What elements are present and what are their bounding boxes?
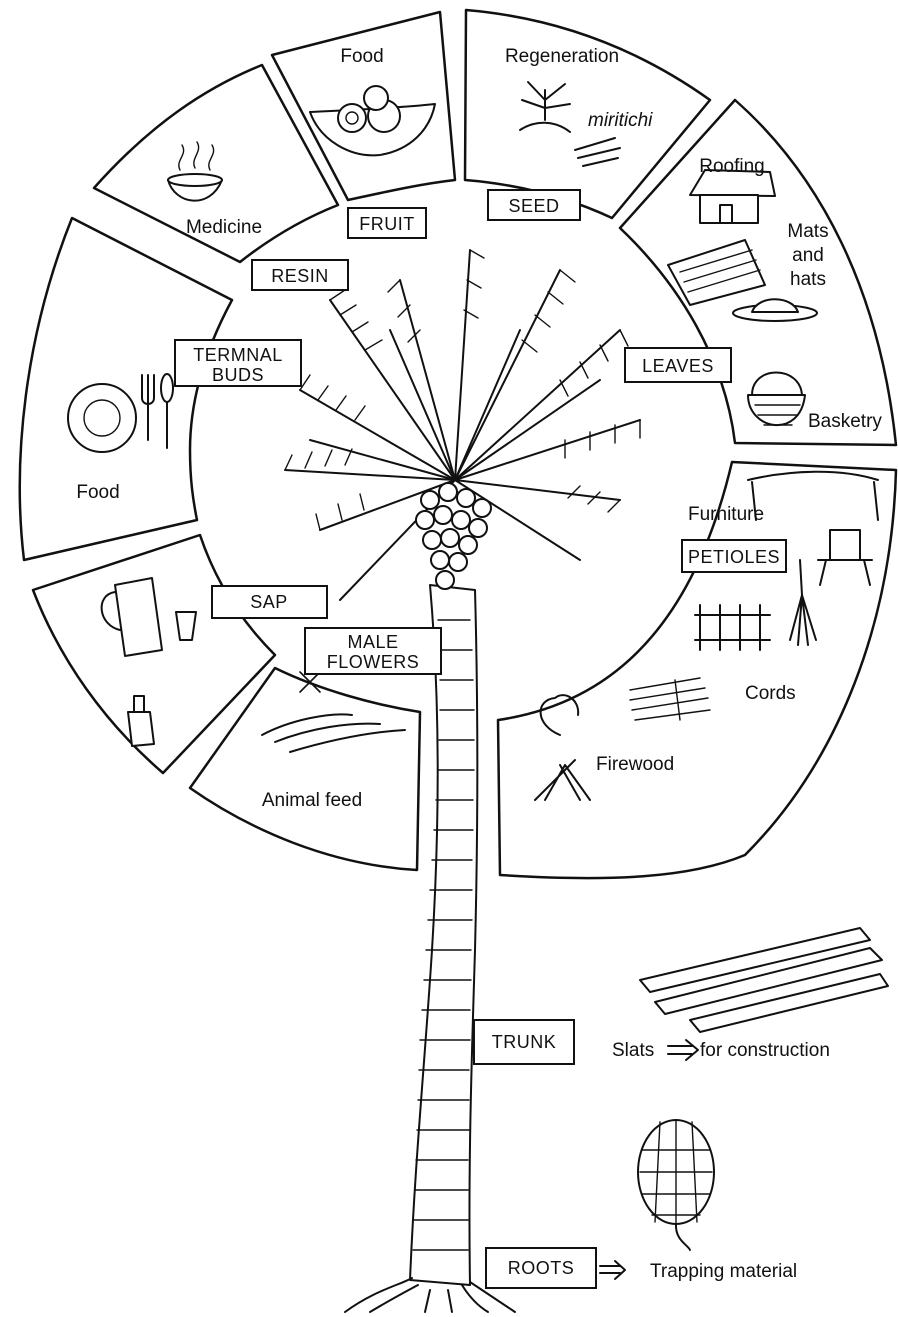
part-leaves: LEAVES [642,356,714,376]
miritichi-label: miritichi [588,110,653,131]
segment-petioles [496,460,898,880]
mat-icon [667,239,766,306]
segment-food-fruit-label: Food [340,46,383,67]
medicine-bowl-icon [167,141,223,202]
mats-label-line2: and [792,245,824,266]
seedling-icon [519,81,621,167]
jug-icon [100,577,163,657]
fire-icon [534,694,591,801]
part-male-flowers-line2: FLOWERS [327,652,420,672]
part-terminal-buds-line1: TERMNAL [193,345,283,365]
plate-icon [67,383,137,453]
part-male-flowers-line1: MALE [347,632,398,652]
outer-ring [18,8,898,880]
chair-icon [817,529,873,586]
part-fruit: FRUIT [359,214,415,234]
part-seed: SEED [508,196,559,216]
fork-icon [141,374,155,441]
part-sap: SAP [250,592,288,612]
arrow-icon [667,1039,699,1061]
worms-icon [261,671,406,753]
slats-icon [639,927,889,1033]
spoon-icon [160,373,174,449]
part-resin: RESIN [271,266,329,286]
palm-tree-icon [284,249,641,1313]
fruit-cluster [415,482,492,590]
broom-icon [789,559,817,646]
mats-label-line3: hats [790,269,826,290]
slats-use-label: for construction [700,1040,830,1061]
hat-icon [732,298,818,322]
segment-food-buds-label: Food [76,482,119,503]
segment-animal-feed [188,666,422,872]
cords-label: Cords [745,683,796,704]
part-labels [174,189,787,1289]
part-trunk: TRUNK [492,1032,557,1052]
mats-label-line1: Mats [787,221,828,242]
segment-regeneration-label: Regeneration [505,46,619,67]
bowl-of-fruit-icon [309,85,436,157]
glass-icon [175,611,197,641]
part-terminal-buds-line2: BUDS [212,365,264,385]
bottle-icon [127,695,155,747]
hut-icon [689,169,776,224]
basketry-label: Basketry [808,411,882,432]
roofing-label: Roofing [699,156,765,177]
trapping-label: Trapping material [650,1261,797,1282]
segment-medicine-label: Medicine [186,217,262,238]
slats-label: Slats [612,1040,654,1061]
furniture-label: Furniture [688,504,764,525]
firewood-label: Firewood [596,754,674,775]
fiber-bundle-icon [629,677,711,721]
part-roots: ROOTS [508,1258,575,1278]
fence-icon [694,604,771,651]
basket-icon [747,371,806,426]
segment-food-fruit [270,10,457,202]
animal-feed-label: Animal feed [262,790,362,811]
table-icon [747,470,879,521]
segment-regeneration [463,8,712,220]
segment-medicine [92,63,340,264]
fish-trap-icon [637,1119,715,1251]
arrow-icon [599,1260,626,1280]
part-petioles: PETIOLES [688,547,780,567]
segment-food-buds [18,216,234,562]
